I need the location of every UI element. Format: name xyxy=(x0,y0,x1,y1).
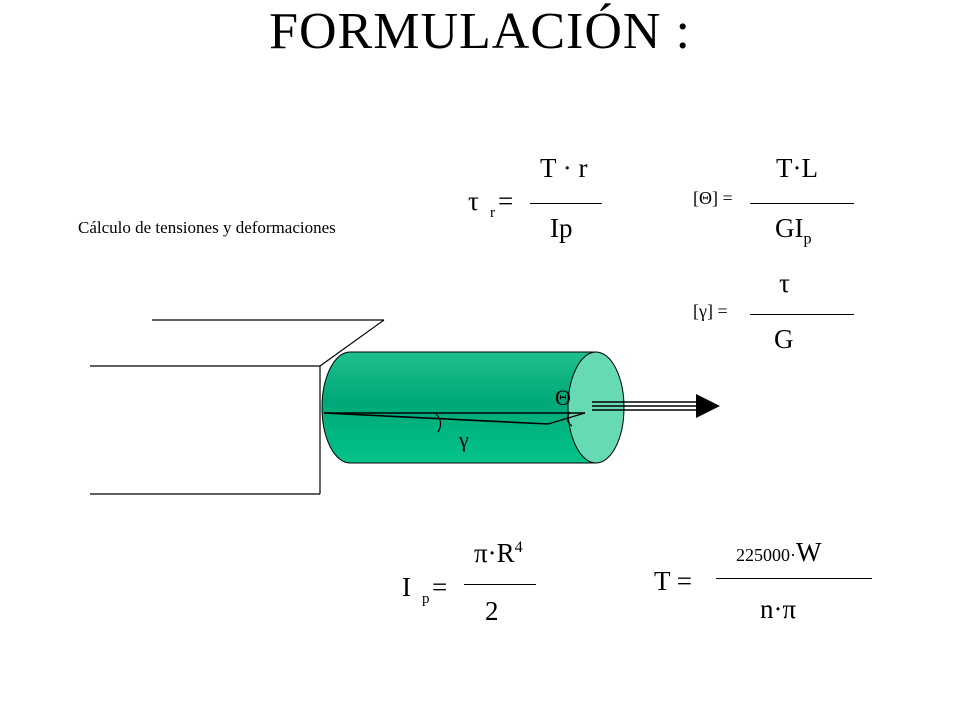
denominator: GIp xyxy=(775,213,812,248)
ip-subscript: p xyxy=(422,591,430,607)
equals-sign: = xyxy=(498,186,514,216)
fraction-bar xyxy=(716,578,872,579)
shaft-end-face xyxy=(567,351,625,464)
denominator: 2 xyxy=(485,596,499,626)
fraction-bar xyxy=(750,314,854,315)
denominator: Ip xyxy=(550,213,573,243)
fraction-bar xyxy=(464,584,536,585)
ip-symbol: I xyxy=(402,572,411,602)
numerator: T·L xyxy=(776,153,818,183)
gamma-label: γ xyxy=(459,427,469,452)
equals-sign: = xyxy=(432,572,448,602)
section-subtitle: Cálculo de tensiones y deformaciones xyxy=(78,218,336,237)
tau-symbol: τ xyxy=(468,186,479,216)
fixed-support xyxy=(90,319,385,495)
fraction-bar xyxy=(750,203,854,204)
numerator: τ xyxy=(779,268,790,298)
denominator: G xyxy=(774,324,794,354)
theta-lhs: [Θ] = xyxy=(693,188,733,208)
denominator: n·π xyxy=(760,594,797,624)
theta-arc xyxy=(566,411,573,427)
numerator: T · r xyxy=(540,153,588,183)
deformed-generatrix-line xyxy=(323,412,549,425)
gamma-arc xyxy=(435,413,442,433)
numerator: π·R4 xyxy=(474,538,523,568)
shaft-body xyxy=(321,351,597,464)
end-radius-line xyxy=(547,412,586,425)
torque-lhs: T = xyxy=(654,566,692,596)
gamma-lhs: [γ] = xyxy=(693,301,728,321)
page-title: FORMULACIÓN : xyxy=(269,3,691,60)
tau-subscript: r xyxy=(490,205,495,221)
numerator: 225000·W xyxy=(736,537,822,567)
fraction-bar xyxy=(530,203,602,204)
theta-label: Θ xyxy=(555,385,571,410)
torque-arrow xyxy=(592,394,720,418)
